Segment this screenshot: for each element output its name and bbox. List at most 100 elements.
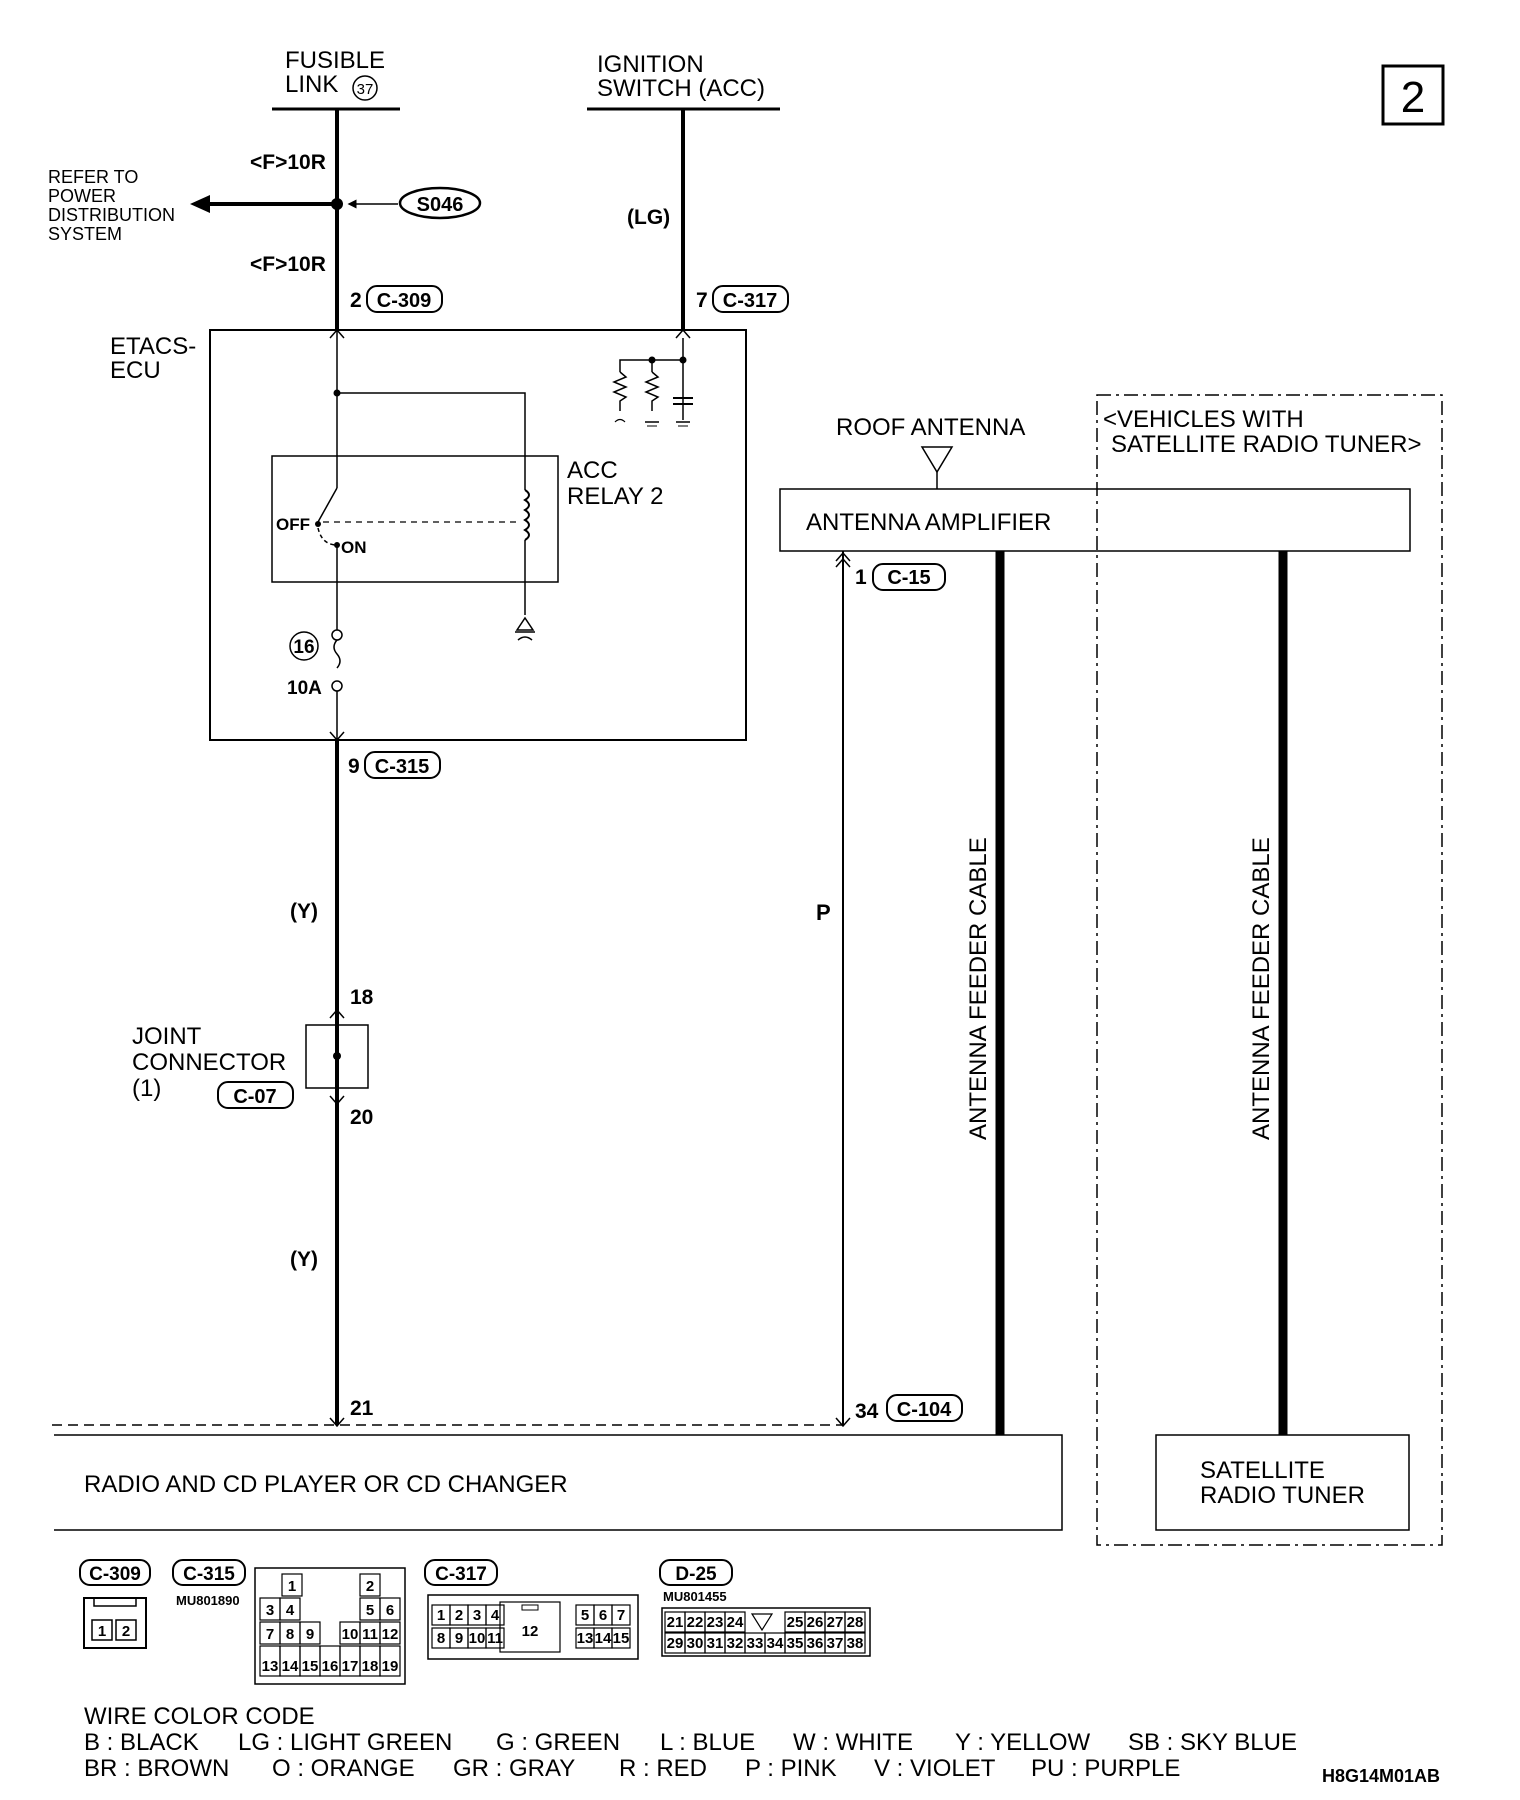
pin-number: 8 (286, 1626, 294, 1643)
wire-label-f10r-bottom: <F>10R (250, 253, 326, 276)
joint-label-2: CONNECTOR (132, 1049, 286, 1076)
pin-number: 22 (687, 1614, 704, 1631)
refer-to-line-2: POWER (48, 186, 116, 206)
antenna-amplifier: ANTENNA AMPLIFIER (779, 488, 1411, 552)
fusible-link-label-2: LINK (285, 71, 338, 98)
color-code-item: V : VIOLET (874, 1755, 996, 1782)
pin-cell (281, 1573, 303, 1597)
feeder-cable-1: ANTENNA FEEDER CABLE (965, 551, 1005, 1435)
relay-label-1: ACC (567, 457, 618, 484)
etacs-label-2: ECU (110, 357, 161, 384)
c317-pin: 7 (696, 289, 708, 312)
fuse-number: 16 (293, 637, 314, 658)
joint-label-3: (1) (132, 1075, 161, 1102)
pin-number: 10 (342, 1626, 359, 1643)
pin-number: 11 (487, 1630, 503, 1647)
etacs-ecu: ETACS- ECU ACC RELAY 2 OFF ON (110, 328, 747, 742)
pin-number: 18 (362, 1658, 379, 1675)
pin-number: 12 (382, 1626, 399, 1643)
main-power-wire: <F>10R <F>10R (190, 109, 343, 330)
pin-number: 6 (599, 1607, 607, 1624)
figure-code: H8G14M01AB (1322, 1766, 1440, 1786)
page-number: 2 (1381, 64, 1445, 126)
pin-number: 5 (581, 1607, 589, 1624)
pin-number: 6 (386, 1602, 394, 1619)
radio-pin-21: 21 (329, 1397, 374, 1428)
legend-c317-id: C-317 (435, 1564, 487, 1585)
legend-d25-id: D-25 (675, 1564, 717, 1585)
joint-connector: 18 20 JOINT CONNECTOR (1) C-07 (132, 986, 374, 1129)
pin-cell (485, 1604, 505, 1626)
legend-c315-id: C-315 (183, 1564, 235, 1585)
pin-number: 36 (807, 1635, 824, 1652)
pin-cell (611, 1604, 631, 1626)
ignition-switch-label-2: SWITCH (ACC) (597, 75, 765, 102)
color-code-item: SB : SKY BLUE (1128, 1729, 1297, 1756)
pin-number: 24 (727, 1614, 744, 1631)
roof-antenna: ROOF ANTENNA (836, 414, 1025, 489)
pin-number: 8 (437, 1630, 445, 1647)
pin-number: 14 (282, 1658, 299, 1675)
pink-wire: 1 C-15 P 34 C-104 (816, 551, 963, 1428)
pin-number: 3 (473, 1607, 481, 1624)
pin-number: 13 (577, 1630, 594, 1647)
legend-c309-pin: 2 (122, 1623, 130, 1640)
pin-cell (279, 1597, 301, 1621)
pin-number: 31 (707, 1635, 724, 1652)
pin-number: 37 (827, 1635, 844, 1652)
wire-label-y-upper: (Y) (290, 900, 318, 923)
fuse-rating: 10A (287, 678, 322, 699)
connector-c309: 2 C-309 (350, 285, 443, 313)
pin-number: 23 (707, 1614, 724, 1631)
satellite-radio-tuner: SATELLITE RADIO TUNER (1155, 1434, 1410, 1531)
pin-cell (611, 1627, 631, 1649)
fusible-link: FUSIBLE LINK 37 (272, 47, 400, 111)
pin-number: 28 (847, 1614, 864, 1631)
legend-c315-part: MU801890 (176, 1593, 240, 1608)
color-code-item: B : BLACK (84, 1729, 199, 1756)
legend-d25-part: MU801455 (663, 1589, 727, 1604)
pin-number: 34 (767, 1635, 784, 1652)
pin-number: 17 (342, 1658, 359, 1675)
c104-pin: 34 (855, 1400, 879, 1423)
color-code-title: WIRE COLOR CODE (84, 1703, 315, 1730)
color-code-item: BR : BROWN (84, 1755, 229, 1782)
pin-number: 7 (617, 1607, 625, 1624)
feeder-cable-2: ANTENNA FEEDER CABLE (1248, 551, 1288, 1435)
c309-id: C-309 (377, 290, 431, 312)
pin-cell (485, 1627, 505, 1649)
pin-number: 33 (747, 1635, 764, 1652)
feeder-cable-2-label: ANTENNA FEEDER CABLE (1248, 837, 1275, 1140)
ignition-wire: (LG) 7 C-317 (627, 109, 789, 330)
color-code-item: P : PINK (745, 1755, 837, 1782)
wire-label-f10r-top: <F>10R (250, 151, 326, 174)
color-code-item: LG : LIGHT GREEN (238, 1729, 452, 1756)
c15-pin: 1 (855, 566, 867, 589)
refer-to-line-3: DISTRIBUTION (48, 205, 175, 225)
color-code-item: Y : YELLOW (955, 1729, 1091, 1756)
pin-number: 14 (595, 1630, 612, 1647)
connector-c315: 9 C-315 (348, 751, 441, 779)
refer-to-line-4: SYSTEM (48, 224, 122, 244)
pin-number: 38 (847, 1635, 864, 1652)
color-code-item: G : GREEN (496, 1729, 620, 1756)
relay-label-2: RELAY 2 (567, 483, 664, 510)
page-number-text: 2 (1401, 73, 1425, 122)
pin-number: 15 (613, 1630, 630, 1647)
pin-number: 32 (727, 1635, 744, 1652)
refer-to-note: REFER TO POWER DISTRIBUTION SYSTEM (48, 167, 175, 244)
pin-number: 1 (288, 1578, 296, 1595)
pin-number: 13 (262, 1658, 279, 1675)
color-code-item: GR : GRAY (453, 1755, 575, 1782)
c104-id: C-104 (897, 1399, 952, 1421)
pin-number: 2 (366, 1578, 374, 1595)
c15-id: C-15 (887, 567, 930, 589)
color-code-item: R : RED (619, 1755, 707, 1782)
c309-pin: 2 (350, 289, 362, 312)
radio-pin-label: 21 (350, 1397, 374, 1420)
vehicles-note-2: SATELLITE RADIO TUNER> (1111, 431, 1422, 458)
pin-cell (299, 1621, 321, 1645)
joint-label-1: JOINT (132, 1023, 202, 1050)
pin-number: 19 (382, 1658, 399, 1675)
